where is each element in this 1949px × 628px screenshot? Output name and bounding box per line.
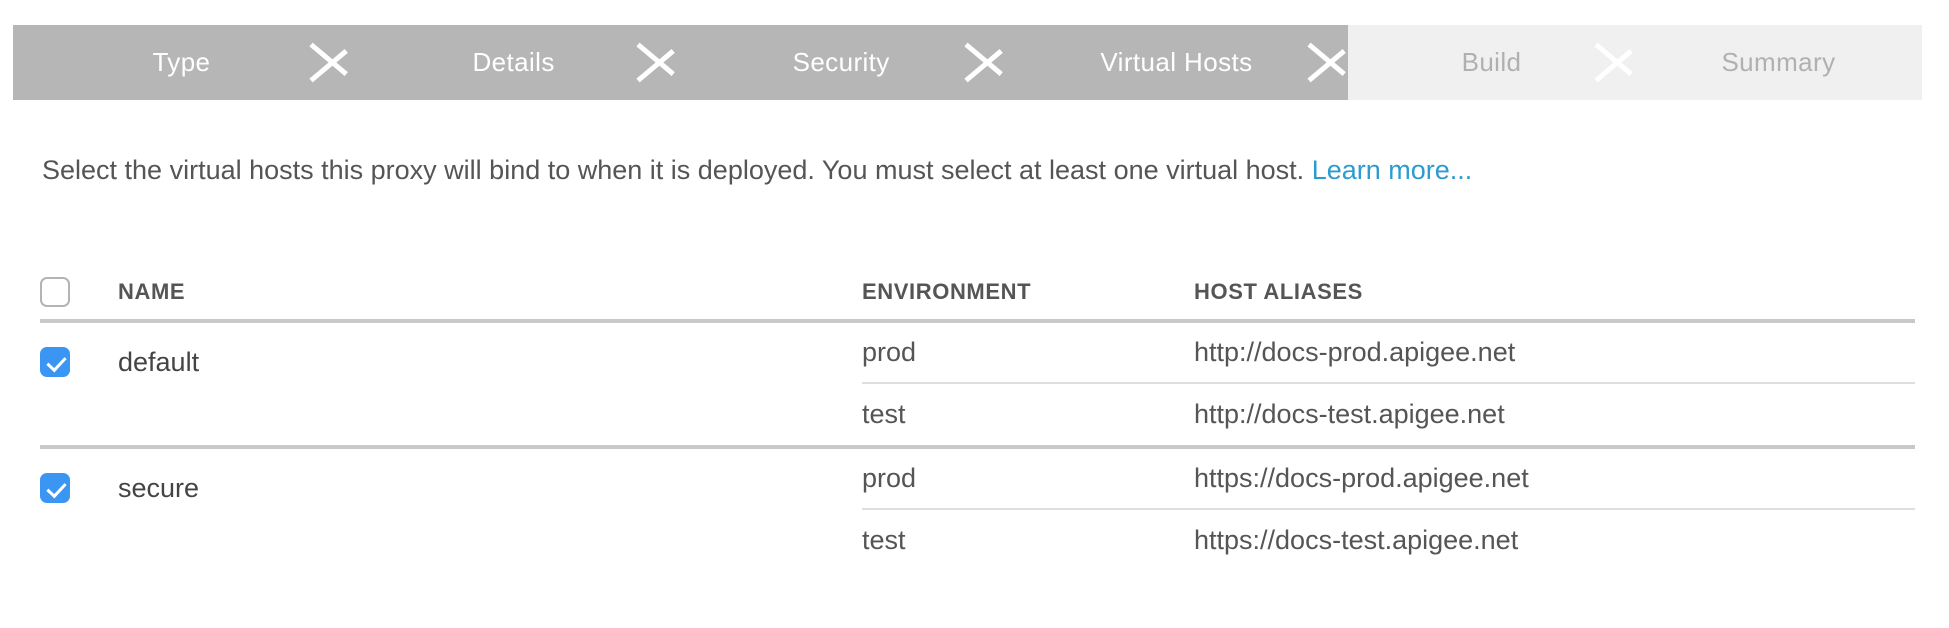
row-select-cell	[40, 347, 118, 445]
table-row: test http://docs-test.apigee.net	[862, 384, 1915, 445]
chevron-separator-icon	[311, 25, 351, 100]
row-checkbox[interactable]	[40, 347, 70, 377]
virtual-host-identity: default	[40, 323, 862, 445]
environment-value: test	[862, 525, 906, 555]
table-body: default prod http://docs-prod.apigee.net te…	[40, 323, 1915, 571]
stepper-step-type[interactable]: Type	[13, 25, 350, 100]
stepper-step-security[interactable]: Security	[677, 25, 1005, 100]
learn-more-link[interactable]: Learn more...	[1311, 155, 1473, 185]
table-row: prod https://docs-prod.apigee.net	[862, 449, 1915, 510]
select-all-checkbox[interactable]	[40, 277, 70, 307]
host-alias-value: https://docs-test.apigee.net	[1194, 525, 1519, 555]
virtual-host-environments: prod https://docs-prod.apigee.net test http…	[862, 449, 1915, 571]
chevron-separator-icon	[966, 25, 1006, 100]
stepper-step-label: Build	[1461, 47, 1522, 77]
virtual-host-identity: secure	[40, 449, 862, 571]
environment-value: test	[862, 399, 906, 429]
virtual-host-environments: prod http://docs-prod.apigee.net test http:…	[862, 323, 1915, 445]
environment-value: prod	[862, 337, 917, 367]
stepper-step-summary[interactable]: Summary	[1634, 25, 1922, 100]
column-header-environment: ENVIRONMENT	[862, 279, 1032, 304]
row-checkbox[interactable]	[40, 473, 70, 503]
column-header-host-aliases: HOST ALIASES	[1194, 279, 1363, 304]
column-header-name: NAME	[118, 279, 186, 304]
stepper-step-label: Security	[792, 47, 890, 77]
virtual-host-group: default prod http://docs-prod.apigee.net te…	[40, 323, 1915, 449]
virtual-host-group: secure prod https://docs-prod.apigee.net te…	[40, 449, 1915, 571]
host-alias-value: http://docs-test.apigee.net	[1194, 399, 1505, 429]
row-select-cell	[40, 473, 118, 571]
stepper-step-label: Details	[472, 47, 555, 77]
chevron-separator-icon	[1309, 25, 1349, 100]
stepper-step-details[interactable]: Details	[349, 25, 678, 100]
chevron-separator-icon	[1596, 25, 1636, 100]
stepper-step-label: Virtual Hosts	[1100, 47, 1253, 77]
stepper-step-build[interactable]: Build	[1348, 25, 1635, 100]
page-description: Select the virtual hosts this proxy will…	[42, 155, 1472, 186]
stepper-step-virtual-hosts[interactable]: Virtual Hosts	[1004, 25, 1349, 100]
wizard-stepper: Type Details Security Virtual Hosts Build Sum…	[13, 25, 1922, 100]
select-all-cell	[40, 277, 118, 307]
virtual-host-name: secure	[118, 473, 200, 503]
stepper-step-label: Summary	[1721, 47, 1836, 77]
host-alias-value: http://docs-prod.apigee.net	[1194, 337, 1516, 367]
environment-value: prod	[862, 463, 917, 493]
host-alias-value: https://docs-prod.apigee.net	[1194, 463, 1529, 493]
virtual-hosts-table: NAME ENVIRONMENT HOST ALIASES default pro…	[40, 265, 1915, 571]
table-header-row: NAME ENVIRONMENT HOST ALIASES	[40, 265, 1915, 323]
table-row: prod http://docs-prod.apigee.net	[862, 323, 1915, 384]
virtual-host-name: default	[118, 347, 200, 377]
chevron-separator-icon	[638, 25, 678, 100]
description-text: Select the virtual hosts this proxy will…	[42, 155, 1312, 185]
table-row: test https://docs-test.apigee.net	[862, 510, 1915, 571]
stepper-step-label: Type	[152, 47, 211, 77]
